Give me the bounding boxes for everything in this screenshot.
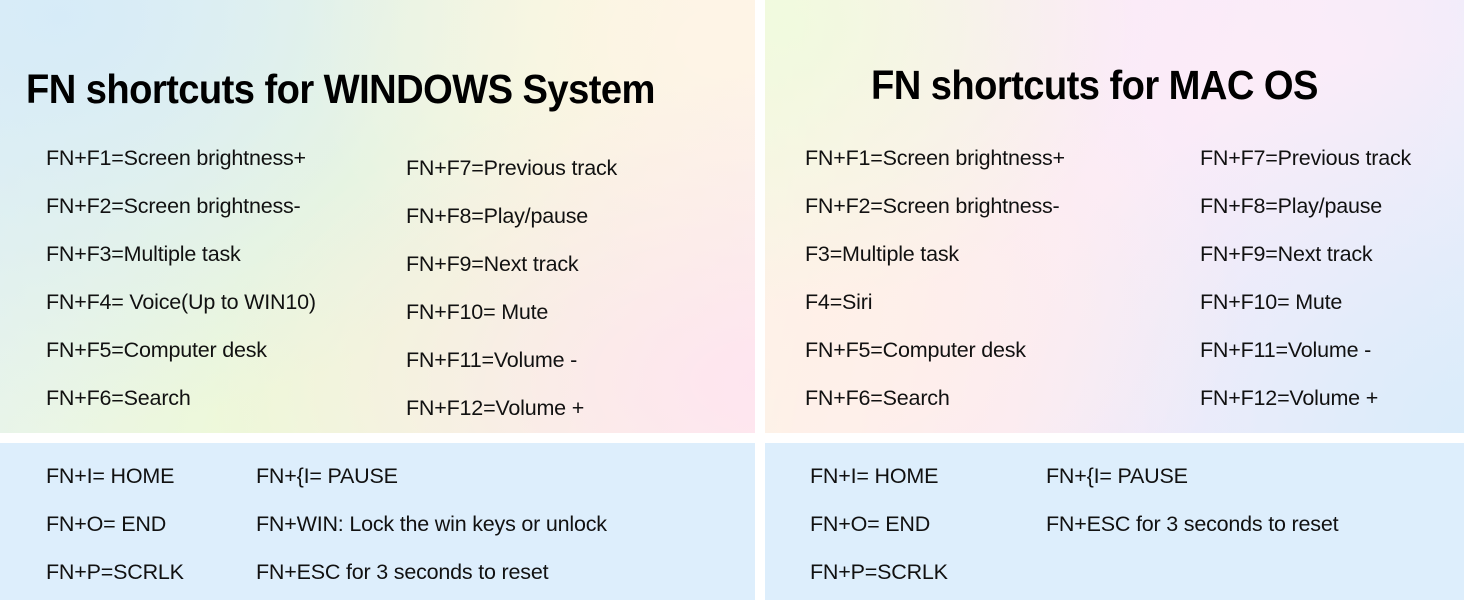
shortcut-row: FN+F1=Screen brightness+ [805, 146, 1065, 170]
shortcut-row: FN+F8=Play/pause [406, 204, 589, 228]
shortcut-row: FN+I= HOME [46, 464, 175, 488]
shortcut-row: FN+F11=Volume - [406, 348, 578, 372]
shortcut-row: FN+ESC for 3 seconds to reset [1046, 512, 1339, 536]
shortcut-row: FN+{I= PAUSE [1046, 464, 1188, 488]
shortcut-row: FN+F6=Search [805, 386, 950, 410]
shortcut-row: FN+F12=Volume + [406, 396, 585, 420]
shortcut-row: FN+F7=Previous track [1200, 146, 1412, 170]
mac-misc-column-left: FN+I= HOME FN+O= END FN+P=SCRLK [810, 452, 948, 596]
mac-panel-title: FN shortcuts for MAC OS [871, 62, 1318, 108]
shortcut-row: FN+F9=Next track [1200, 242, 1373, 266]
shortcut-row: FN+F1=Screen brightness+ [46, 146, 306, 170]
shortcut-row: FN+ESC for 3 seconds to reset [256, 560, 549, 584]
shortcut-row: FN+F6=Search [46, 386, 191, 410]
shortcut-row: FN+F2=Screen brightness- [805, 194, 1060, 218]
shortcut-row: FN+F7=Previous track [406, 156, 618, 180]
shortcut-row: FN+F3=Multiple task [46, 242, 241, 266]
shortcut-row: FN+O= END [46, 512, 167, 536]
shortcut-row: F4=Siri [805, 290, 873, 314]
windows-panel-title: FN shortcuts for WINDOWS System [26, 66, 655, 112]
mac-misc-column-right: FN+{I= PAUSE FN+ESC for 3 seconds to res… [1046, 452, 1339, 548]
shortcut-row: FN+F10= Mute [406, 300, 549, 324]
shortcut-row: FN+F11=Volume - [1200, 338, 1372, 362]
shortcut-row: FN+F12=Volume + [1200, 386, 1379, 410]
windows-fn-panel: FN shortcuts for WINDOWS System FN+F1=Sc… [0, 0, 755, 433]
shortcut-row: FN+F2=Screen brightness- [46, 194, 301, 218]
shortcut-row: FN+F4= Voice(Up to WIN10) [46, 290, 316, 314]
shortcut-row: FN+F5=Computer desk [46, 338, 267, 362]
windows-misc-column-right: FN+{I= PAUSE FN+WIN: Lock the win keys o… [256, 452, 607, 596]
shortcut-row: FN+I= HOME [810, 464, 939, 488]
mac-fn-column-right: FN+F7=Previous track FN+F8=Play/pause FN… [1200, 134, 1411, 422]
mac-fn-panel: FN shortcuts for MAC OS [765, 0, 1464, 433]
shortcut-row: FN+F10= Mute [1200, 290, 1343, 314]
shortcut-row: F3=Multiple task [805, 242, 959, 266]
windows-fn-column-left: FN+F1=Screen brightness+ FN+F2=Screen br… [46, 134, 316, 422]
mac-misc-panel [765, 443, 1464, 600]
shortcut-row: FN+F5=Computer desk [805, 338, 1026, 362]
windows-fn-column-right: FN+F7=Previous track FN+F8=Play/pause FN… [406, 144, 617, 432]
shortcut-row: FN+P=SCRLK [46, 560, 184, 584]
mac-fn-column-left: FN+F1=Screen brightness+ FN+F2=Screen br… [805, 134, 1065, 422]
shortcut-row: FN+F8=Play/pause [1200, 194, 1383, 218]
shortcut-row: FN+WIN: Lock the win keys or unlock [256, 512, 607, 536]
shortcut-row: FN+O= END [810, 512, 931, 536]
windows-misc-panel [0, 443, 755, 600]
windows-misc-column-left: FN+I= HOME FN+O= END FN+P=SCRLK [46, 452, 184, 596]
shortcut-row: FN+{I= PAUSE [256, 464, 398, 488]
shortcut-row: FN+P=SCRLK [810, 560, 948, 584]
shortcut-row: FN+F9=Next track [406, 252, 579, 276]
